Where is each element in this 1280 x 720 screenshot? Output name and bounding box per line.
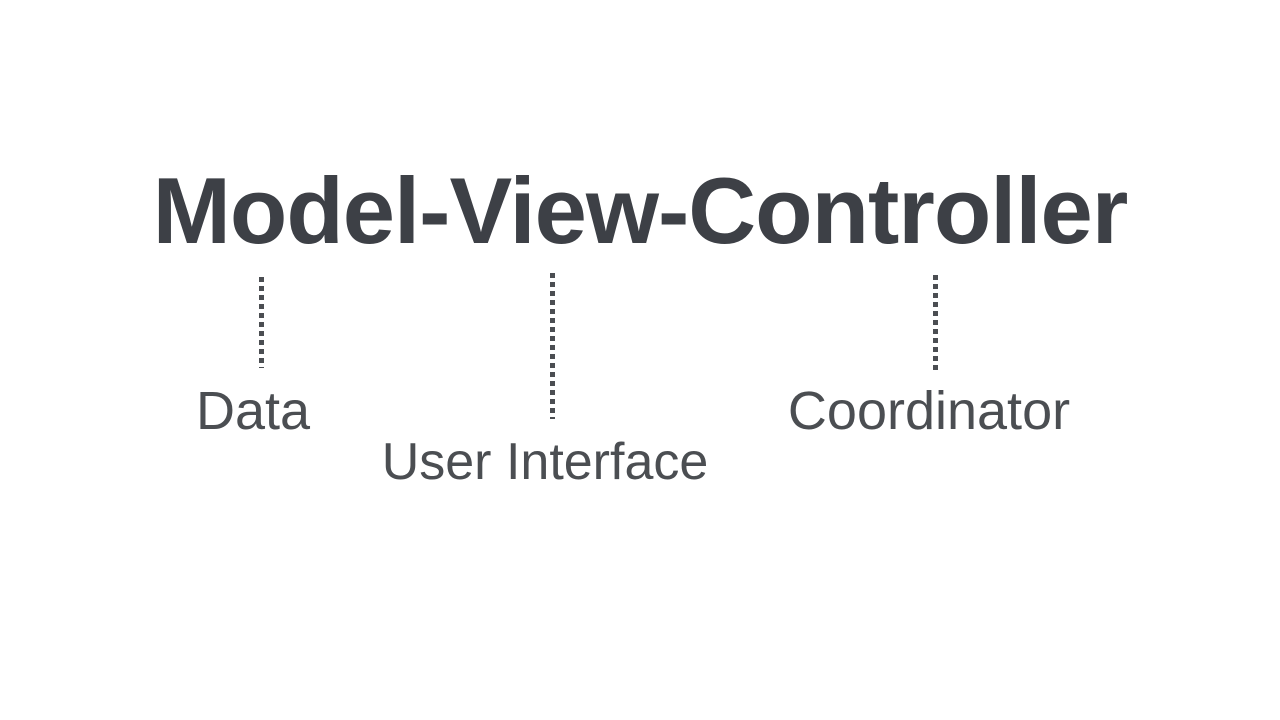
controller-annotation-label: Coordinator (787, 381, 1071, 441)
diagram-title: Model-View-Controller (152, 158, 1129, 263)
controller-connector-dotted-line (933, 275, 938, 370)
view-annotation-label: User Interface (381, 433, 709, 491)
model-connector-dotted-line (259, 277, 264, 368)
model-annotation-label: Data (195, 381, 311, 441)
view-connector-dotted-line (550, 273, 555, 419)
